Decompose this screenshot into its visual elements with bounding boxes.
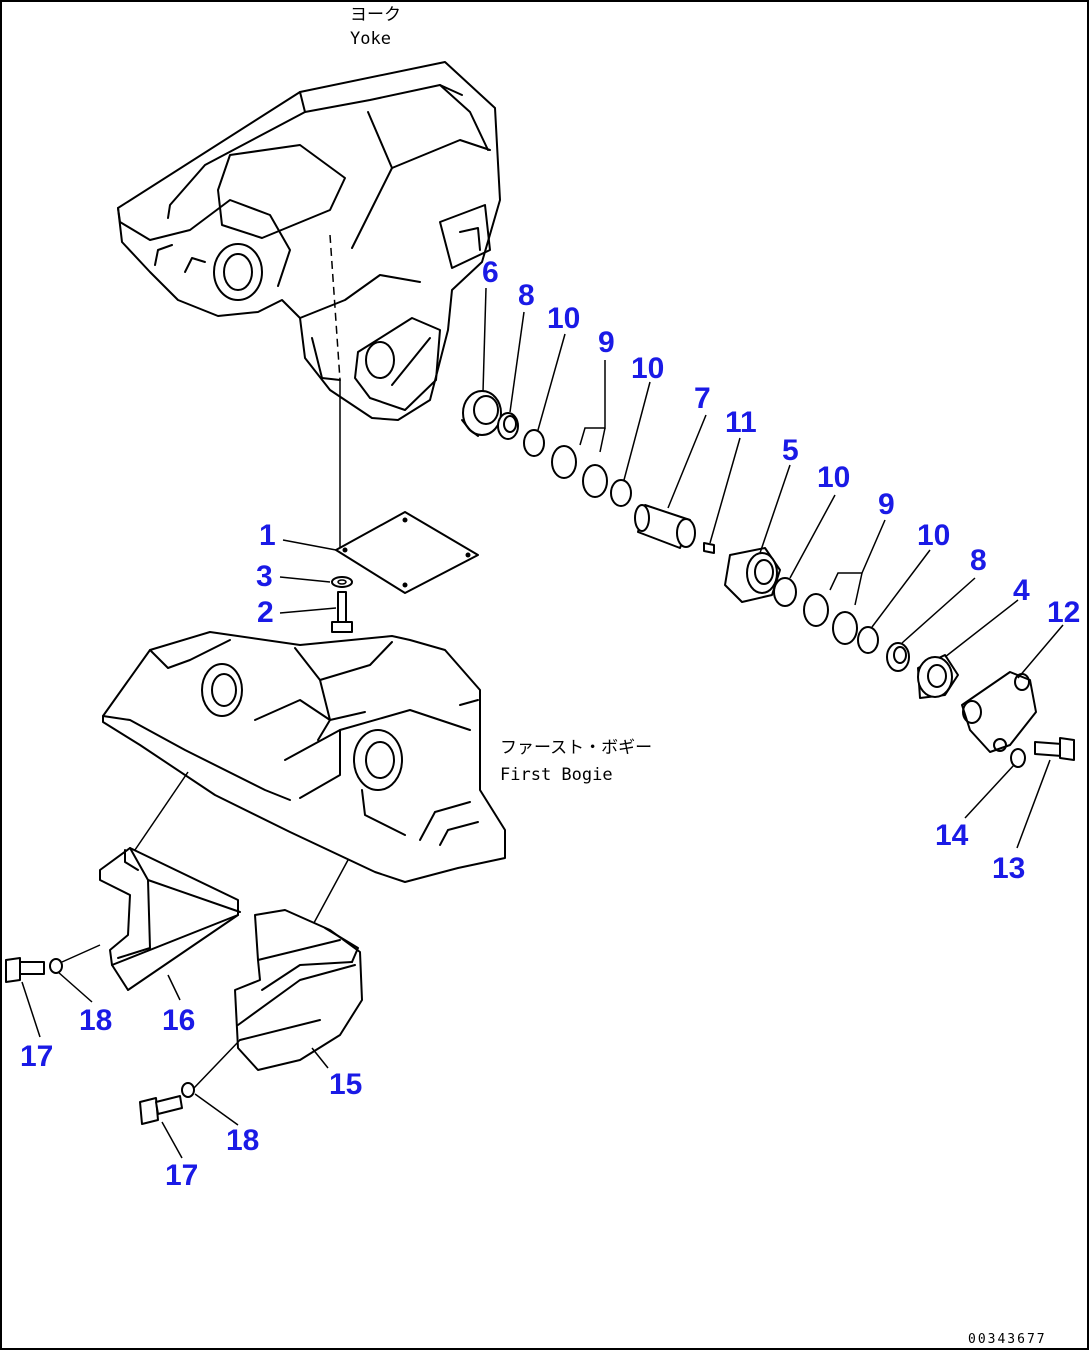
cap-12 (961, 671, 1037, 753)
callout-8-lower: 8 (970, 544, 987, 577)
first-bogie-drawing (102, 631, 506, 883)
bushing-5 (724, 547, 781, 603)
washer-18-upper (49, 958, 63, 974)
bolt-17-upper (5, 957, 45, 983)
ring-9-a2 (582, 464, 608, 498)
ring-10-b (610, 479, 632, 507)
pin-7 (634, 504, 696, 549)
seal-8-upper (497, 412, 519, 440)
callout-2: 2 (257, 596, 274, 629)
callout-1: 1 (259, 519, 276, 552)
callout-17-upper: 17 (20, 1040, 53, 1073)
callout-12: 12 (1047, 596, 1080, 629)
ring-9-b2 (832, 611, 858, 645)
callout-13: 13 (992, 852, 1025, 885)
ring-9-a1 (551, 445, 577, 479)
yoke-drawing (117, 61, 501, 421)
callout-9-upper: 9 (598, 326, 615, 359)
callout-10-c: 10 (817, 461, 850, 494)
yoke-label-jp: ヨーク (350, 5, 401, 25)
bolt-17-upper-leader (61, 944, 101, 963)
bolt-13 (1034, 737, 1075, 761)
bearing-4 (917, 654, 959, 699)
callout-17-lower: 17 (165, 1159, 198, 1192)
plug-11 (703, 542, 715, 554)
cover-plate (335, 511, 479, 594)
callout-9-lower: 9 (878, 488, 895, 521)
callout-3: 3 (256, 560, 273, 593)
bolt-17-lower-leader (193, 1039, 241, 1089)
ring-9-b1 (803, 593, 829, 627)
callout-10-a: 10 (547, 302, 580, 335)
seal-8-lower (886, 642, 910, 672)
figure-number: 00343677 (968, 1332, 1047, 1347)
washer-14 (1010, 748, 1026, 768)
callout-10-b: 10 (631, 352, 664, 385)
callout-8-upper: 8 (518, 279, 535, 312)
callout-6: 6 (482, 256, 499, 289)
ring-10-d (857, 626, 879, 654)
bolt-2 (331, 591, 353, 633)
callout-leaders (21, 287, 1064, 1159)
bogie-label-en: First Bogie (500, 765, 613, 785)
callout-5: 5 (782, 434, 799, 467)
washer-3 (331, 576, 353, 588)
bolt-17-lower (139, 1095, 183, 1125)
callout-4: 4 (1013, 574, 1030, 607)
bogie-label-jp: ファースト・ボギー (500, 738, 652, 758)
bearing-6 (461, 390, 502, 437)
washer-18-lower (181, 1082, 195, 1098)
callout-16: 16 (162, 1004, 195, 1037)
callout-18-lower: 18 (226, 1124, 259, 1157)
callout-7: 7 (694, 382, 711, 415)
ring-10-a (523, 429, 545, 457)
guard-15 (234, 909, 363, 1071)
callout-10-d: 10 (917, 519, 950, 552)
callout-14: 14 (935, 819, 969, 852)
yoke-label-en: Yoke (350, 29, 391, 49)
callout-15: 15 (329, 1068, 362, 1101)
callout-18-upper: 18 (79, 1004, 112, 1037)
callout-11: 11 (725, 406, 757, 439)
guard-16 (99, 847, 241, 991)
ring-10-c (773, 577, 797, 607)
yoke-hidden-line (329, 234, 341, 381)
